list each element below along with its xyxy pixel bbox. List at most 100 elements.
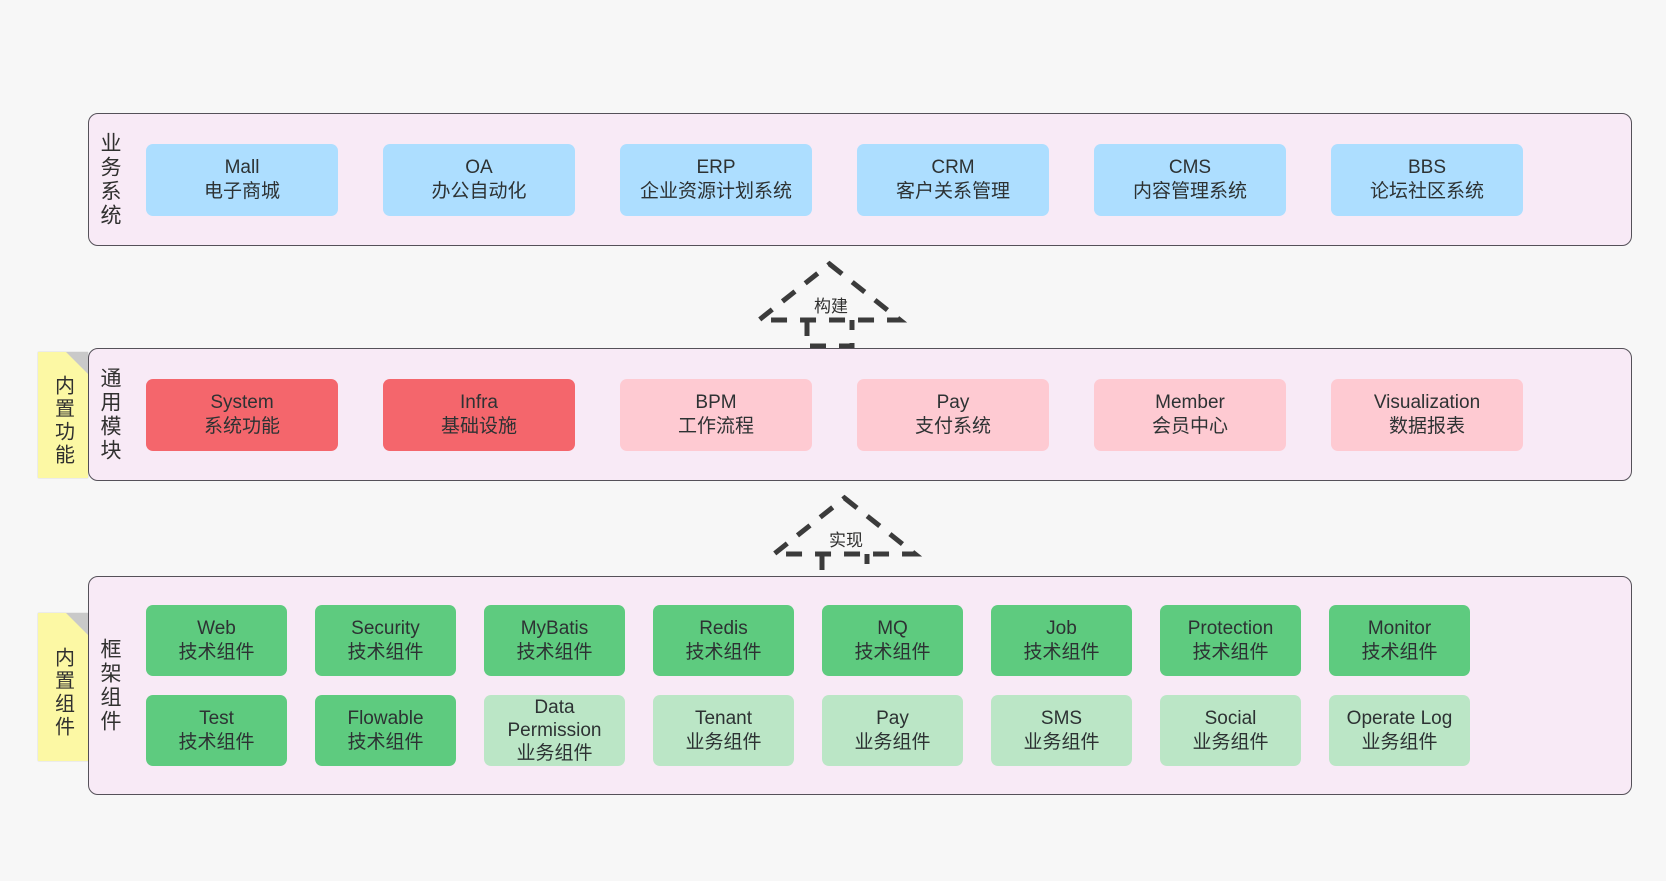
card-crm-cn: 客户关系管理 <box>895 180 1010 202</box>
card-social-cn: 业务组件 <box>1192 731 1269 753</box>
sticky-note-builtin-component: 内置组件 <box>38 613 88 761</box>
connector-implement-label: 实现 <box>827 526 865 551</box>
common-card-row: System 系统功能 Infra 基础设施 BPM 工作流程 Pay 支付系统… <box>129 378 1617 451</box>
card-cms-en: CMS <box>1168 157 1212 179</box>
common-modules-layer: 通用模块 System 系统功能 Infra 基础设施 BPM 工作流程 Pay… <box>88 348 1632 481</box>
card-sms-cn: 业务组件 <box>1023 731 1100 753</box>
card-bbs-cn: 论坛社区系统 <box>1369 180 1484 202</box>
sticky-fold-corner-icon <box>66 352 88 374</box>
card-mybatis-cn: 技术组件 <box>516 641 593 663</box>
card-oa[interactable]: OA 办公自动化 <box>383 143 575 216</box>
card-member-en: Member <box>1155 392 1225 414</box>
business-systems-layer: 业务系统 Mall 电子商城 OA 办公自动化 ERP 企业资源计划系统 CRM… <box>88 113 1632 246</box>
card-social-en: Social <box>1204 708 1257 730</box>
card-erp[interactable]: ERP 企业资源计划系统 <box>620 143 812 216</box>
card-mall-en: Mall <box>224 157 260 179</box>
common-layer-body: System 系统功能 Infra 基础设施 BPM 工作流程 Pay 支付系统… <box>129 349 1631 480</box>
framework-layer-body: Web 技术组件 Security 技术组件 MyBatis 技术组件 Redi… <box>129 577 1631 794</box>
card-pay-module-cn: 支付系统 <box>914 415 991 437</box>
sticky-note-builtin-function-label: 内置功能 <box>51 375 74 467</box>
card-operate-log-cn: 业务组件 <box>1361 731 1438 753</box>
card-infra[interactable]: Infra 基础设施 <box>383 378 575 451</box>
card-web-en: Web <box>197 618 236 640</box>
business-layer-body: Mall 电子商城 OA 办公自动化 ERP 企业资源计划系统 CRM 客户关系… <box>129 114 1631 245</box>
framework-layer-title: 框架组件 <box>98 637 122 734</box>
card-visualization-en: Visualization <box>1373 392 1481 414</box>
card-bbs-en: BBS <box>1407 157 1447 179</box>
card-monitor[interactable]: Monitor 技术组件 <box>1329 605 1470 676</box>
card-tenant-en: Tenant <box>694 708 753 730</box>
card-infra-cn: 基础设施 <box>440 415 517 437</box>
connector-build: 构建 <box>751 260 908 349</box>
card-monitor-cn: 技术组件 <box>1361 641 1438 663</box>
card-job-en: Job <box>1046 618 1077 640</box>
card-oa-en: OA <box>465 157 493 179</box>
card-security-en: Security <box>351 618 420 640</box>
card-mall[interactable]: Mall 电子商城 <box>146 143 338 216</box>
card-data-permission-cn: 业务组件 <box>516 743 593 765</box>
card-protection-cn: 技术组件 <box>1192 641 1269 663</box>
card-crm[interactable]: CRM 客户关系管理 <box>857 143 1049 216</box>
card-system[interactable]: System 系统功能 <box>146 378 338 451</box>
card-mall-cn: 电子商城 <box>203 180 280 202</box>
card-data-permission-en: Data Permission <box>507 696 602 741</box>
card-system-en: System <box>210 392 274 414</box>
card-test-cn: 技术组件 <box>178 731 255 753</box>
framework-business-row: Test 技术组件 Flowable 技术组件 Data Permission … <box>129 695 1617 766</box>
card-social[interactable]: Social 业务组件 <box>1160 695 1301 766</box>
card-cms[interactable]: CMS 内容管理系统 <box>1094 143 1286 216</box>
sticky-fold-corner-icon <box>66 613 88 635</box>
card-bpm-en: BPM <box>695 392 737 414</box>
card-security-cn: 技术组件 <box>347 641 424 663</box>
card-sms-en: SMS <box>1040 708 1083 730</box>
common-layer-title: 通用模块 <box>98 366 122 463</box>
card-mq[interactable]: MQ 技术组件 <box>822 605 963 676</box>
framework-tech-row: Web 技术组件 Security 技术组件 MyBatis 技术组件 Redi… <box>129 605 1617 676</box>
card-protection-en: Protection <box>1187 618 1274 640</box>
card-sms[interactable]: SMS 业务组件 <box>991 695 1132 766</box>
card-operate-log-en: Operate Log <box>1346 708 1453 730</box>
card-pay-component-cn: 业务组件 <box>854 731 931 753</box>
connector-build-label: 构建 <box>812 292 850 317</box>
sticky-note-builtin-component-label: 内置组件 <box>51 647 74 739</box>
card-member[interactable]: Member 会员中心 <box>1094 378 1286 451</box>
card-web[interactable]: Web 技术组件 <box>146 605 287 676</box>
card-mybatis[interactable]: MyBatis 技术组件 <box>484 605 625 676</box>
card-bbs[interactable]: BBS 论坛社区系统 <box>1331 143 1523 216</box>
card-test-en: Test <box>199 708 234 730</box>
card-web-cn: 技术组件 <box>178 641 255 663</box>
card-flowable-cn: 技术组件 <box>347 731 424 753</box>
connector-implement: 实现 <box>766 494 923 583</box>
card-oa-cn: 办公自动化 <box>431 180 527 202</box>
card-pay-component-en: Pay <box>876 708 909 730</box>
card-bpm[interactable]: BPM 工作流程 <box>620 378 812 451</box>
card-mq-en: MQ <box>877 618 908 640</box>
card-pay-component[interactable]: Pay 业务组件 <box>822 695 963 766</box>
card-erp-cn: 企业资源计划系统 <box>639 180 792 202</box>
card-tenant-cn: 业务组件 <box>685 731 762 753</box>
card-redis[interactable]: Redis 技术组件 <box>653 605 794 676</box>
card-mybatis-en: MyBatis <box>520 618 589 640</box>
card-crm-en: CRM <box>931 157 975 179</box>
card-pay-module-en: Pay <box>936 392 970 414</box>
card-operate-log[interactable]: Operate Log 业务组件 <box>1329 695 1470 766</box>
card-redis-en: Redis <box>699 618 748 640</box>
card-pay-module[interactable]: Pay 支付系统 <box>857 378 1049 451</box>
card-erp-en: ERP <box>696 157 736 179</box>
card-visualization-cn: 数据报表 <box>1388 415 1465 437</box>
card-flowable[interactable]: Flowable 技术组件 <box>315 695 456 766</box>
card-test[interactable]: Test 技术组件 <box>146 695 287 766</box>
card-protection[interactable]: Protection 技术组件 <box>1160 605 1301 676</box>
card-tenant[interactable]: Tenant 业务组件 <box>653 695 794 766</box>
card-infra-en: Infra <box>459 392 499 414</box>
card-mq-cn: 技术组件 <box>854 641 931 663</box>
card-system-cn: 系统功能 <box>203 415 280 437</box>
card-data-permission[interactable]: Data Permission 业务组件 <box>484 695 625 766</box>
card-security[interactable]: Security 技术组件 <box>315 605 456 676</box>
card-member-cn: 会员中心 <box>1151 415 1228 437</box>
card-job[interactable]: Job 技术组件 <box>991 605 1132 676</box>
card-bpm-cn: 工作流程 <box>677 415 754 437</box>
card-flowable-en: Flowable <box>347 708 424 730</box>
business-layer-title: 业务系统 <box>98 131 122 228</box>
card-visualization[interactable]: Visualization 数据报表 <box>1331 378 1523 451</box>
